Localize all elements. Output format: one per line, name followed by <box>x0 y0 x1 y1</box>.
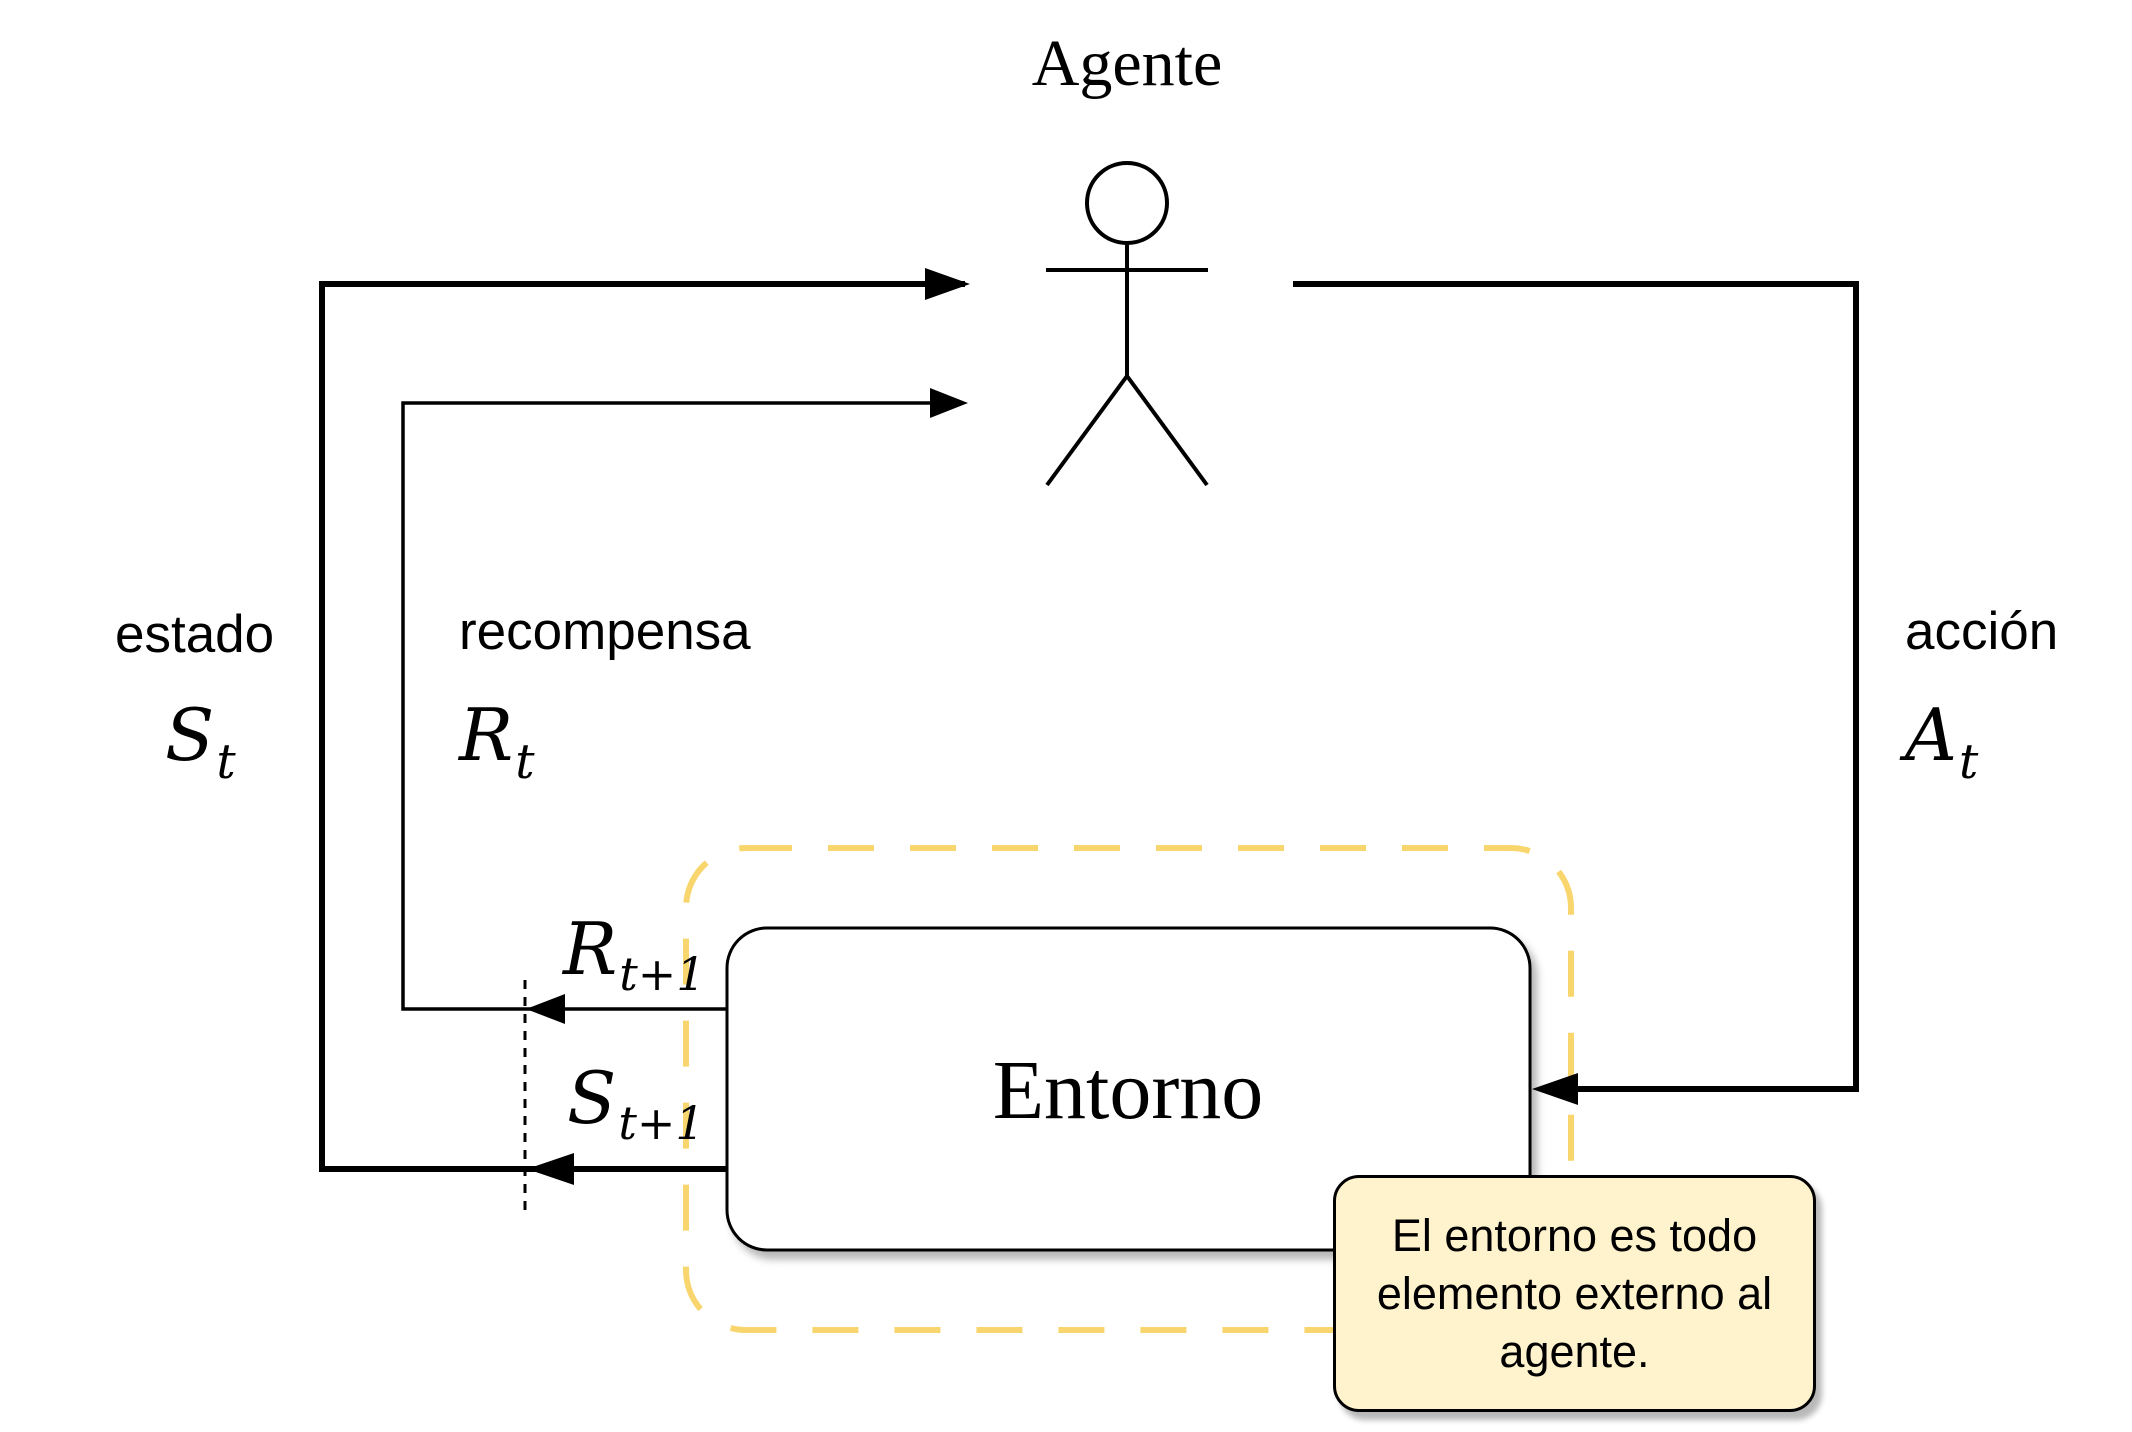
action-arrow <box>1293 281 1859 1105</box>
environment-box[interactable] <box>725 926 1532 1252</box>
agent-title: Agente <box>1032 27 1223 100</box>
state-symbol: St <box>165 693 236 790</box>
environment-label: Entorno <box>993 1044 1264 1137</box>
reward-arrow <box>401 388 968 1024</box>
next-state-symbol: St+1 <box>567 1056 705 1150</box>
environment-note-text: El entorno es todo elemento externo al a… <box>1376 1209 1773 1377</box>
reward-symbol: Rt <box>457 693 535 790</box>
environment-note: El entorno es todo elemento externo al a… <box>1333 1175 1816 1412</box>
next-reward-symbol: Rt+1 <box>561 907 706 1001</box>
state-label: estado <box>115 605 274 664</box>
action-label: acción <box>1905 602 2058 661</box>
agent-stick-figure-icon <box>1045 161 1209 487</box>
reward-label: recompensa <box>459 602 751 661</box>
action-symbol: At <box>1899 693 1979 790</box>
